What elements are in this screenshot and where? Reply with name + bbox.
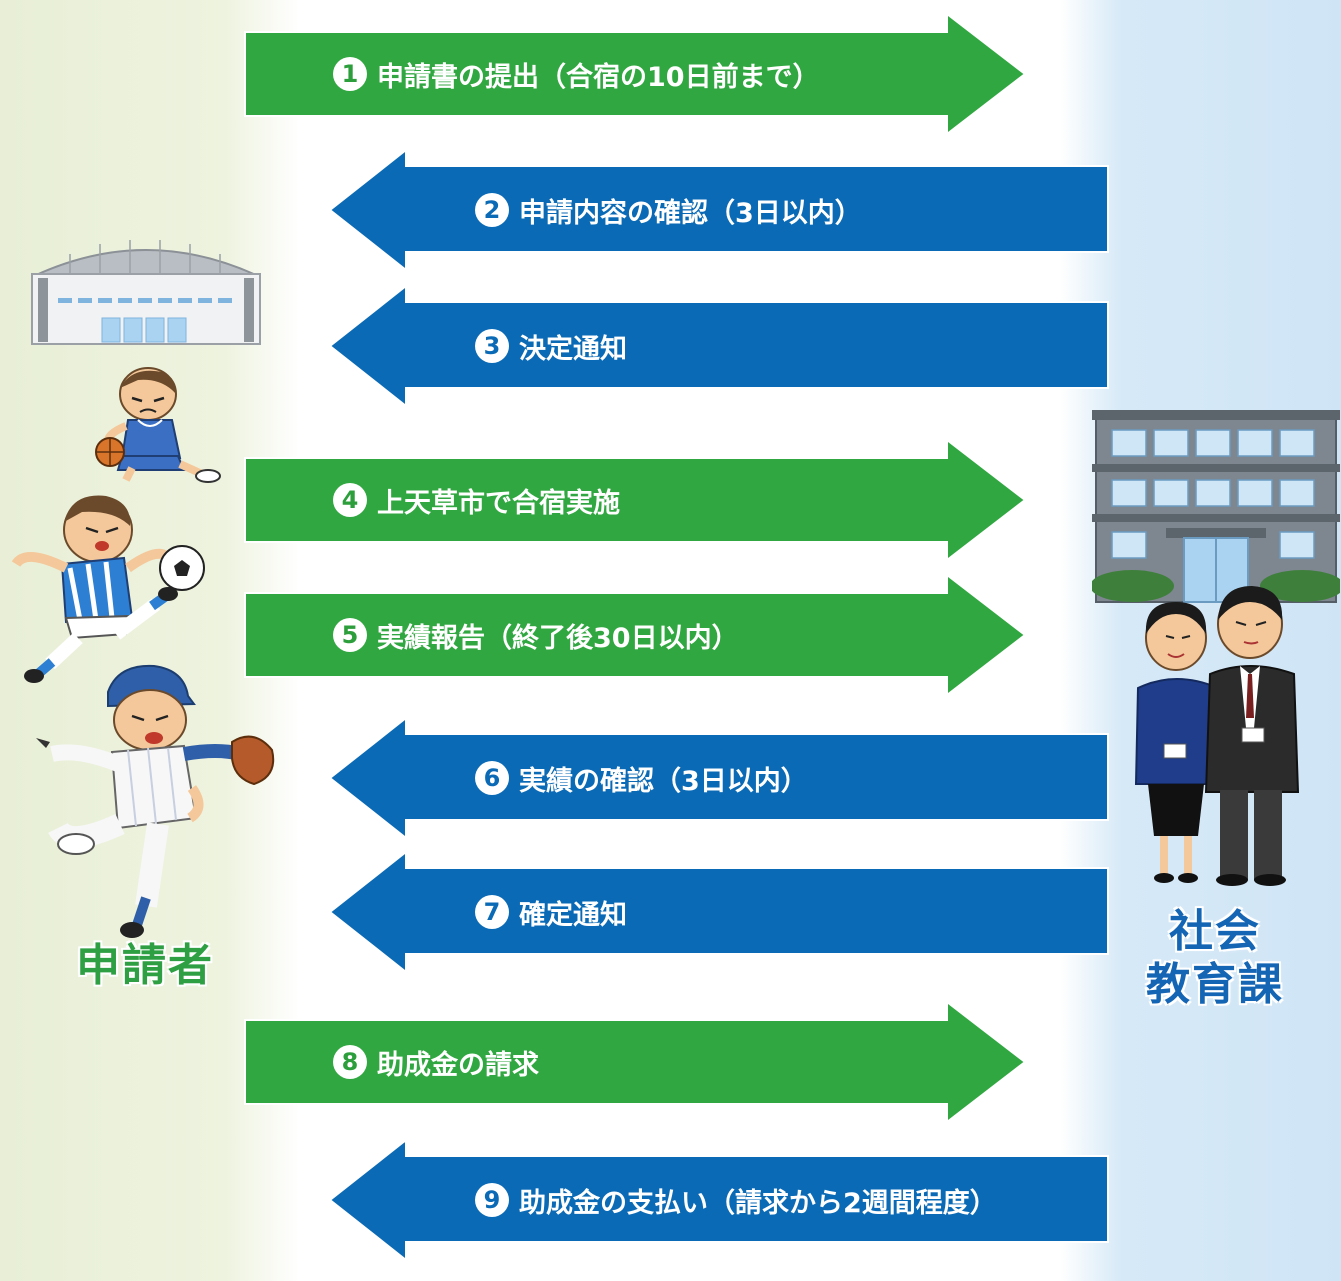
step-3-number: 3 bbox=[475, 329, 509, 363]
step-1-number: 1 bbox=[333, 57, 367, 91]
step-3-text: 決定通知 bbox=[519, 333, 627, 365]
step-2-number: 2 bbox=[475, 193, 509, 227]
step-2-text: 申請内容の確認（3日以内） bbox=[519, 197, 862, 229]
step-1-arrow: 1 申請書の提出（合宿の10日前まで） bbox=[244, 11, 1105, 137]
step-7-text: 確定通知 bbox=[519, 899, 627, 931]
office-label: 社会 教育課 bbox=[1125, 906, 1305, 1012]
applicant-label: 申請者 bbox=[76, 940, 214, 991]
step-3-arrow: 3 決定通知 bbox=[328, 283, 1190, 409]
step-5-number: 5 bbox=[333, 618, 367, 652]
step-6-arrow: 6 実績の確認（3日以内） bbox=[328, 715, 1190, 841]
step-2-arrow: 2 申請内容の確認（3日以内） bbox=[328, 147, 1190, 273]
basketball-player-icon bbox=[95, 367, 221, 483]
step-9-text: 助成金の支払い（請求から2週間程度） bbox=[519, 1187, 997, 1219]
office-building-icon bbox=[1092, 410, 1340, 603]
gymnasium-icon bbox=[31, 240, 261, 345]
baseball-player-icon bbox=[36, 664, 275, 938]
step-5-text: 実績報告（終了後30日以内） bbox=[377, 622, 739, 654]
step-8-number: 8 bbox=[333, 1045, 367, 1079]
soccer-player-icon bbox=[11, 495, 205, 683]
step-4-arrow: 4 上天草市で合宿実施 bbox=[244, 437, 1105, 563]
step-9-arrow: 9 助成金の支払い（請求から2週間程度） bbox=[328, 1137, 1190, 1263]
step-9-number: 9 bbox=[475, 1183, 509, 1217]
step-6-text: 実績の確認（3日以内） bbox=[519, 765, 808, 797]
step-4-number: 4 bbox=[333, 483, 367, 517]
office-label-line1: 社会 bbox=[1169, 906, 1261, 957]
step-1-text: 申請書の提出（合宿の10日前まで） bbox=[377, 61, 820, 93]
step-7-arrow: 7 確定通知 bbox=[328, 849, 1190, 975]
step-5-arrow: 5 実績報告（終了後30日以内） bbox=[244, 572, 1105, 698]
step-8-arrow: 8 助成金の請求 bbox=[244, 999, 1105, 1125]
office-label-line2: 教育課 bbox=[1146, 958, 1284, 1010]
step-6-number: 6 bbox=[475, 761, 509, 795]
step-8-text: 助成金の請求 bbox=[377, 1049, 539, 1081]
step-7-number: 7 bbox=[475, 895, 509, 929]
step-4-text: 上天草市で合宿実施 bbox=[377, 487, 620, 519]
staff-people-icon bbox=[1134, 586, 1300, 886]
